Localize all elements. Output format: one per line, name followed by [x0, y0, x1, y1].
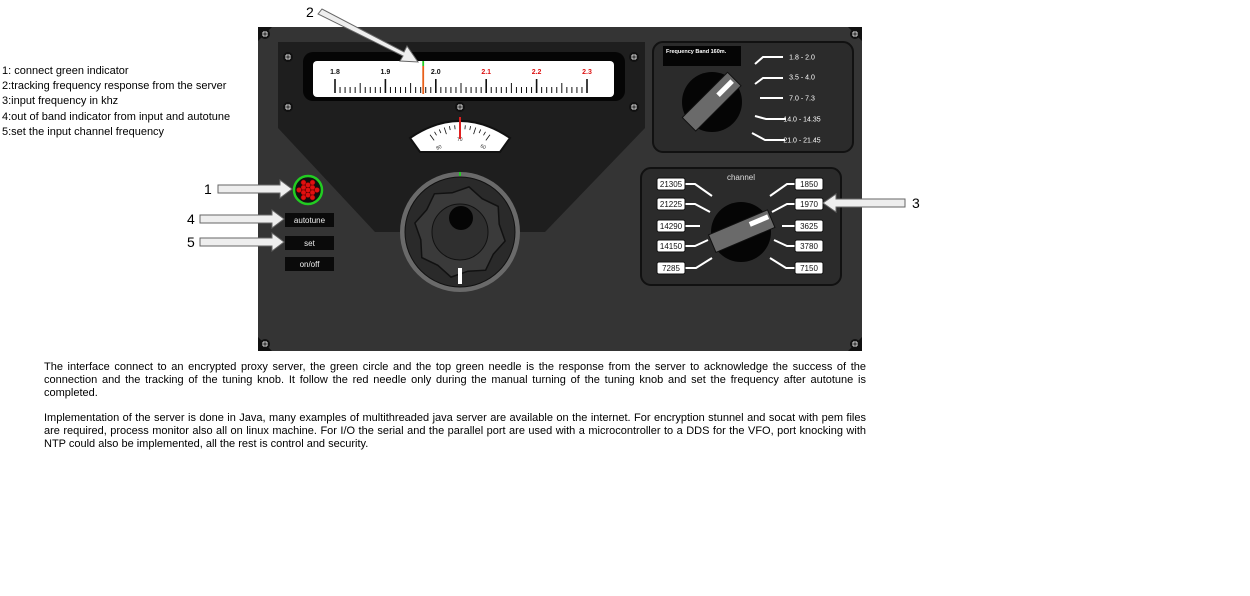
svg-text:3780: 3780: [800, 242, 818, 251]
band-title: Frequency Band 160m.: [666, 49, 727, 55]
note: 1: connect green indicator: [2, 65, 129, 77]
scale-label: 2.0: [431, 69, 441, 76]
svg-text:7150: 7150: [800, 264, 818, 273]
led-cell: [300, 179, 307, 186]
callout-1: 1: [204, 181, 212, 197]
gauge-tick: [473, 127, 477, 135]
channel-option[interactable]: 1850: [794, 177, 824, 191]
band-marker: [754, 77, 783, 85]
channel-option[interactable]: 3625: [794, 219, 824, 233]
scale-label: 1.9: [381, 69, 391, 76]
channel-option[interactable]: 7285: [656, 261, 686, 275]
callout-arrow-5: [199, 232, 285, 252]
svg-text:3625: 3625: [800, 222, 818, 231]
channel-option[interactable]: 1970: [794, 197, 824, 211]
gauge-label: 80: [435, 144, 443, 152]
svg-text:1850: 1850: [800, 180, 818, 189]
gauge-label: 60: [479, 143, 487, 151]
legend-notes: 1: connect green indicator 2:tracking fr…: [2, 64, 230, 140]
band-option[interactable]: 14.0 - 14.35: [783, 117, 820, 124]
channel-title: channel: [727, 173, 755, 182]
frequency-scale: 1.8 1.9 2.0 2.1 2.2 2.3: [330, 61, 592, 94]
gauge-tick: [449, 126, 451, 131]
autotune-button[interactable]: autotune: [285, 213, 334, 227]
svg-text:21225: 21225: [660, 200, 683, 209]
callout-arrow-3: [822, 193, 906, 213]
scale-label: 2.1: [481, 69, 491, 76]
gauge-tick: [429, 134, 435, 141]
svg-text:14150: 14150: [660, 242, 683, 251]
svg-text:on/off: on/off: [300, 260, 321, 269]
band-selector-knob[interactable]: [681, 71, 742, 132]
led-cell: [309, 179, 316, 186]
band-marker: [754, 115, 786, 120]
note: 5:set the input channel frequency: [2, 125, 165, 138]
channel-option[interactable]: 3780: [794, 239, 824, 253]
gauge-tick: [434, 131, 437, 136]
description: The interface connect to an encrypted pr…: [44, 361, 866, 463]
callout-2: 2: [306, 4, 314, 20]
callout-5: 5: [187, 234, 195, 250]
band-option[interactable]: 3.5 - 4.0: [789, 75, 815, 82]
led-cell: [300, 194, 307, 201]
led-cell: [305, 182, 311, 188]
svg-text:set: set: [304, 239, 315, 248]
callout-3: 3: [912, 195, 920, 211]
callout-arrow-4: [199, 209, 285, 229]
set-button[interactable]: set: [285, 236, 334, 250]
channel-option[interactable]: 21305: [656, 177, 686, 191]
gauge-tick: [469, 126, 471, 131]
note: 2:tracking frequency response from the s…: [2, 80, 227, 93]
gauge-tick: [478, 129, 482, 134]
description-paragraph: Implementation of the server is done in …: [44, 412, 866, 450]
note: 3:input frequency in khz: [2, 95, 119, 108]
band-option[interactable]: 21.0 - 21.45: [783, 138, 820, 145]
connect-indicator: [292, 174, 324, 206]
channel-option[interactable]: 21225: [656, 197, 686, 211]
gauge-tick: [485, 134, 491, 141]
band-marker: [751, 132, 785, 141]
scale-label: 2.3: [582, 69, 592, 76]
gauge-label: 70: [457, 137, 463, 143]
led-cell: [296, 187, 302, 193]
on-off-button[interactable]: on/off: [285, 257, 334, 271]
svg-text:autotune: autotune: [294, 216, 326, 225]
callout-arrow-1: [217, 179, 293, 199]
led-cell: [305, 192, 311, 198]
band-marker: [754, 56, 783, 65]
callout-arrow-2: [317, 8, 419, 63]
scale-label: 1.8: [330, 69, 340, 76]
channel-option[interactable]: 7150: [794, 261, 824, 275]
channel-option[interactable]: 14290: [656, 219, 686, 233]
svg-text:1970: 1970: [800, 200, 818, 209]
scale-label: 2.2: [532, 69, 542, 76]
gauge-tick: [443, 127, 447, 135]
svg-text:21305: 21305: [660, 180, 683, 189]
led-cell: [309, 194, 316, 201]
band-option[interactable]: 7.0 - 7.3: [789, 96, 815, 103]
channel-selector-knob[interactable]: [707, 202, 776, 262]
channel-option[interactable]: 14150: [656, 239, 686, 253]
svg-text:14290: 14290: [660, 222, 683, 231]
tuning-knob[interactable]: [400, 172, 520, 292]
gauge-tick: [438, 129, 442, 134]
note: 4:out of band indicator from input and a…: [2, 110, 231, 123]
band-option[interactable]: 1.8 - 2.0: [789, 55, 815, 62]
led-cell: [314, 187, 320, 193]
svg-text:7285: 7285: [662, 264, 680, 273]
description-paragraph: The interface connect to an encrypted pr…: [44, 361, 866, 399]
gauge-tick: [483, 131, 486, 136]
callout-4: 4: [187, 211, 195, 227]
